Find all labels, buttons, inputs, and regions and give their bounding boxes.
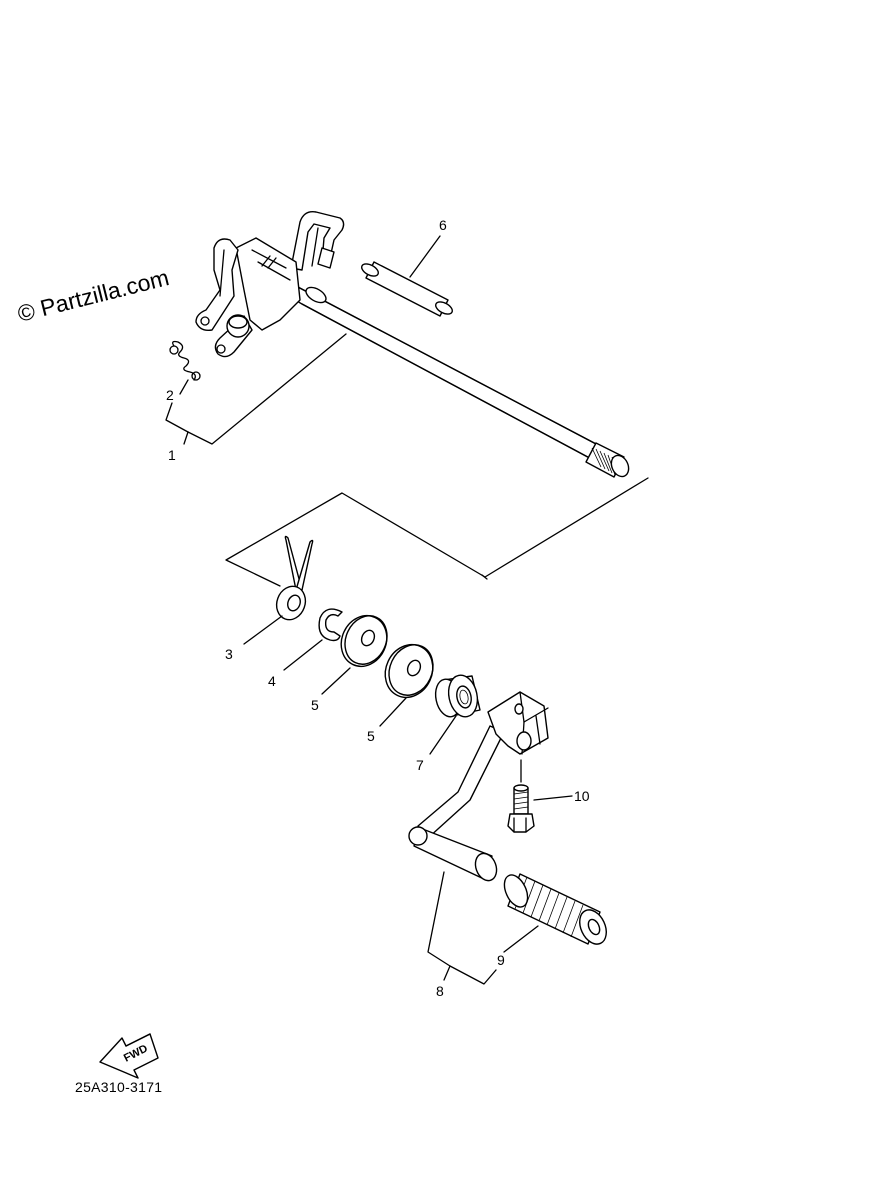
part-4-circlip[interactable] <box>318 608 343 642</box>
callout-8: 8 <box>436 983 444 999</box>
part-5-washer-b[interactable] <box>377 637 442 705</box>
callout-5b: 5 <box>367 728 375 744</box>
callout-2: 2 <box>166 387 174 403</box>
assembly-axis-lines <box>225 477 649 587</box>
callout-1: 1 <box>168 447 176 463</box>
callout-9: 9 <box>497 952 505 968</box>
callout-6: 6 <box>439 217 447 233</box>
part-8-shift-lever[interactable] <box>408 691 549 884</box>
part-10-bolt[interactable] <box>507 759 535 833</box>
drawing-code: 25A310-3171 <box>75 1079 162 1095</box>
part-1-shift-shaft[interactable] <box>195 211 632 480</box>
callout-3: 3 <box>225 646 233 662</box>
callout-labels: 2 1 6 3 4 5 5 7 10 9 8 <box>166 217 590 999</box>
leader-lines-lower <box>243 615 573 985</box>
forward-arrow-icon: FWD <box>99 1033 159 1079</box>
leader-lines-upper <box>165 235 441 445</box>
part-6-dowel-pin[interactable] <box>360 261 455 317</box>
callout-5a: 5 <box>311 697 319 713</box>
part-3-pin-washer[interactable] <box>272 535 314 623</box>
part-2-spring[interactable] <box>169 340 201 381</box>
part-7-bushing[interactable] <box>432 673 481 720</box>
callout-4: 4 <box>268 673 276 689</box>
callout-7: 7 <box>416 757 424 773</box>
part-9-rubber-footpeg[interactable] <box>500 871 612 948</box>
watermark-text: © Partzilla.com <box>15 264 172 327</box>
part-5-washer-a[interactable] <box>333 608 395 674</box>
callout-10: 10 <box>574 788 590 804</box>
